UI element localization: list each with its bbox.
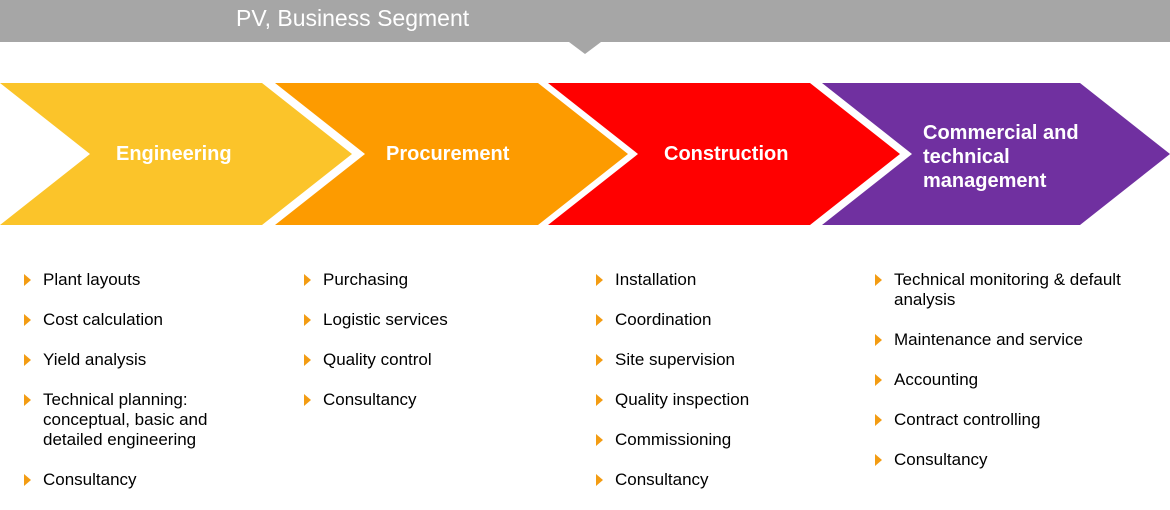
bullet-arrow-icon [875, 334, 882, 346]
header-band [0, 0, 1170, 42]
bullet-arrow-icon [596, 274, 603, 286]
list-item: Yield analysis [21, 350, 271, 370]
bullet-arrow-icon [875, 274, 882, 286]
bullet-arrow-icon [875, 374, 882, 386]
list-commercial: Technical monitoring & default analysis … [872, 270, 1152, 470]
column-procurement: Purchasing Logistic services Quality con… [301, 270, 561, 430]
list-item: Consultancy [21, 470, 271, 490]
bullet-arrow-icon [596, 474, 603, 486]
bullet-arrow-icon [24, 314, 31, 326]
bullet-arrow-icon [304, 314, 311, 326]
bullet-arrow-icon [596, 354, 603, 366]
list-item: Quality inspection [593, 390, 853, 410]
list-item: Plant layouts [21, 270, 271, 290]
list-item: Quality control [301, 350, 561, 370]
list-item: Installation [593, 270, 853, 290]
column-engineering: Plant layouts Cost calculation Yield ana… [21, 270, 271, 510]
bullet-arrow-icon [24, 274, 31, 286]
list-item: Consultancy [593, 470, 853, 490]
stage-label-commercial: Commercial and technical management [923, 122, 1079, 192]
bullet-arrow-icon [304, 354, 311, 366]
stage-label-construction: Construction [664, 143, 789, 165]
stage-label-procurement: Procurement [386, 143, 510, 165]
chevron-construction [548, 83, 900, 225]
header-pointer [569, 42, 601, 54]
bullet-arrow-icon [875, 414, 882, 426]
page-title: PV, Business Segment [236, 5, 470, 31]
list-construction: Installation Coordination Site supervisi… [593, 270, 853, 490]
bullet-arrow-icon [24, 474, 31, 486]
bullet-arrow-icon [304, 274, 311, 286]
chevron-procurement [275, 83, 628, 225]
list-item: Cost calculation [21, 310, 271, 330]
list-item: Purchasing [301, 270, 561, 290]
bullet-arrow-icon [596, 314, 603, 326]
list-engineering: Plant layouts Cost calculation Yield ana… [21, 270, 271, 490]
chevron-engineering [0, 83, 352, 225]
list-item: Commissioning [593, 430, 853, 450]
list-item: Consultancy [301, 390, 561, 410]
list-item: Contract controlling [872, 410, 1152, 430]
bullet-arrow-icon [596, 394, 603, 406]
list-item: Logistic services [301, 310, 561, 330]
stage-label-engineering: Engineering [116, 143, 232, 165]
list-item: Consultancy [872, 450, 1152, 470]
bullet-arrow-icon [24, 394, 31, 406]
column-construction: Installation Coordination Site supervisi… [593, 270, 853, 510]
list-item: Accounting [872, 370, 1152, 390]
list-item: Technical monitoring & default analysis [872, 270, 1134, 310]
column-commercial: Technical monitoring & default analysis … [872, 270, 1152, 490]
bullet-arrow-icon [24, 354, 31, 366]
list-item: Technical planning: conceptual, basic an… [21, 390, 255, 450]
list-item: Coordination [593, 310, 853, 330]
bullet-arrow-icon [304, 394, 311, 406]
list-procurement: Purchasing Logistic services Quality con… [301, 270, 561, 410]
bullet-arrow-icon [875, 454, 882, 466]
list-item: Maintenance and service [872, 330, 1152, 350]
bullet-arrow-icon [596, 434, 603, 446]
chevron-commercial [822, 83, 1170, 225]
list-item: Site supervision [593, 350, 853, 370]
process-chevrons [0, 83, 1170, 225]
